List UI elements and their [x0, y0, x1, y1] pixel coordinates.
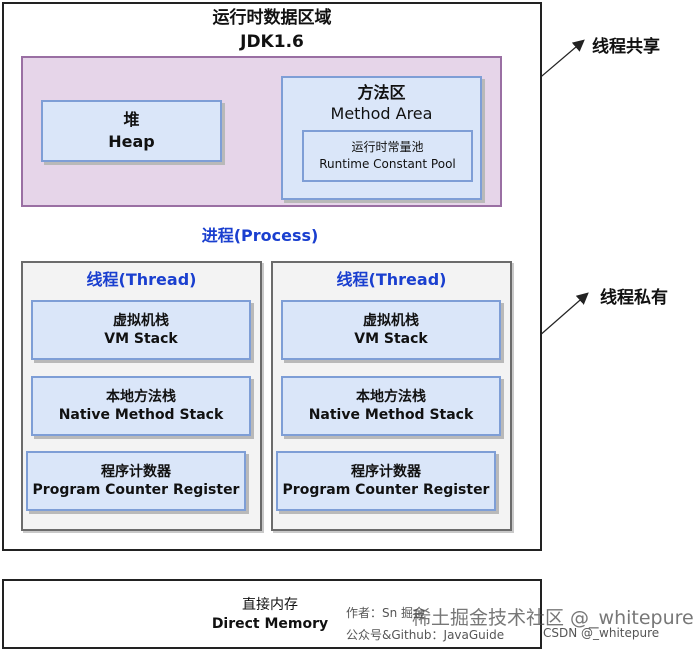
heap-box: 堆 Heap: [41, 100, 222, 162]
watermark-csdn: CSDN @_whitepure: [543, 626, 660, 640]
pc-register-label-zh: 程序计数器: [351, 464, 421, 480]
vm-stack-label-zh: 虚拟机栈: [363, 313, 419, 329]
native-method-stack-box-2: 本地方法栈 Native Method Stack: [281, 376, 501, 436]
vm-stack-label-en: VM Stack: [104, 331, 178, 347]
native-method-stack-box-1: 本地方法栈 Native Method Stack: [31, 376, 251, 436]
method-area-label-en: Method Area: [330, 104, 433, 123]
vm-stack-box-1: 虚拟机栈 VM Stack: [31, 300, 251, 360]
process-label: 进程(Process): [201, 226, 319, 245]
thread-private-label: 线程私有: [600, 288, 668, 308]
constant-pool-label-zh: 运行时常量池: [351, 140, 424, 154]
direct-memory-label: 直接内存 Direct Memory: [190, 596, 350, 634]
pc-register-label-zh: 程序计数器: [101, 464, 171, 480]
runtime-area-title: 运行时数据区域 JDK1.6: [2, 6, 542, 54]
pc-register-label-en: Program Counter Register: [282, 482, 490, 498]
watermark-author: 作者：Sn 掘金: [346, 606, 426, 620]
thread-title-1: 线程(Thread): [86, 270, 197, 289]
heap-label-zh: 堆: [123, 110, 140, 129]
direct-memory-box: [2, 579, 542, 649]
vm-stack-label-en: VM Stack: [354, 331, 428, 347]
watermark-site: 稀土掘金技术社区 @_whitepure: [412, 607, 694, 629]
native-stack-label-zh: 本地方法栈: [356, 389, 426, 405]
direct-memory-label-zh: 直接内存: [242, 597, 298, 613]
vm-stack-label-zh: 虚拟机栈: [113, 313, 169, 329]
native-stack-label-zh: 本地方法栈: [106, 389, 176, 405]
program-counter-box-1: 程序计数器 Program Counter Register: [26, 451, 246, 511]
thread-title-2: 线程(Thread): [336, 270, 447, 289]
thread-shared-label: 线程共享: [592, 37, 660, 57]
native-stack-label-en: Native Method Stack: [58, 407, 224, 423]
pc-register-label-en: Program Counter Register: [32, 482, 240, 498]
direct-memory-label-en: Direct Memory: [211, 616, 329, 632]
vm-stack-box-2: 虚拟机栈 VM Stack: [281, 300, 501, 360]
watermark-account: 公众号&Github：JavaGuide: [346, 628, 505, 642]
runtime-area-version: JDK1.6: [240, 32, 304, 52]
native-stack-label-en: Native Method Stack: [308, 407, 474, 423]
constant-pool-label-en: Runtime Constant Pool: [319, 157, 456, 171]
method-area-label-zh: 方法区: [357, 83, 406, 102]
runtime-area-title-zh: 运行时数据区域: [212, 8, 332, 28]
program-counter-box-2: 程序计数器 Program Counter Register: [276, 451, 496, 511]
runtime-constant-pool-box: 运行时常量池 Runtime Constant Pool: [302, 130, 473, 182]
heap-label-en: Heap: [108, 132, 155, 151]
